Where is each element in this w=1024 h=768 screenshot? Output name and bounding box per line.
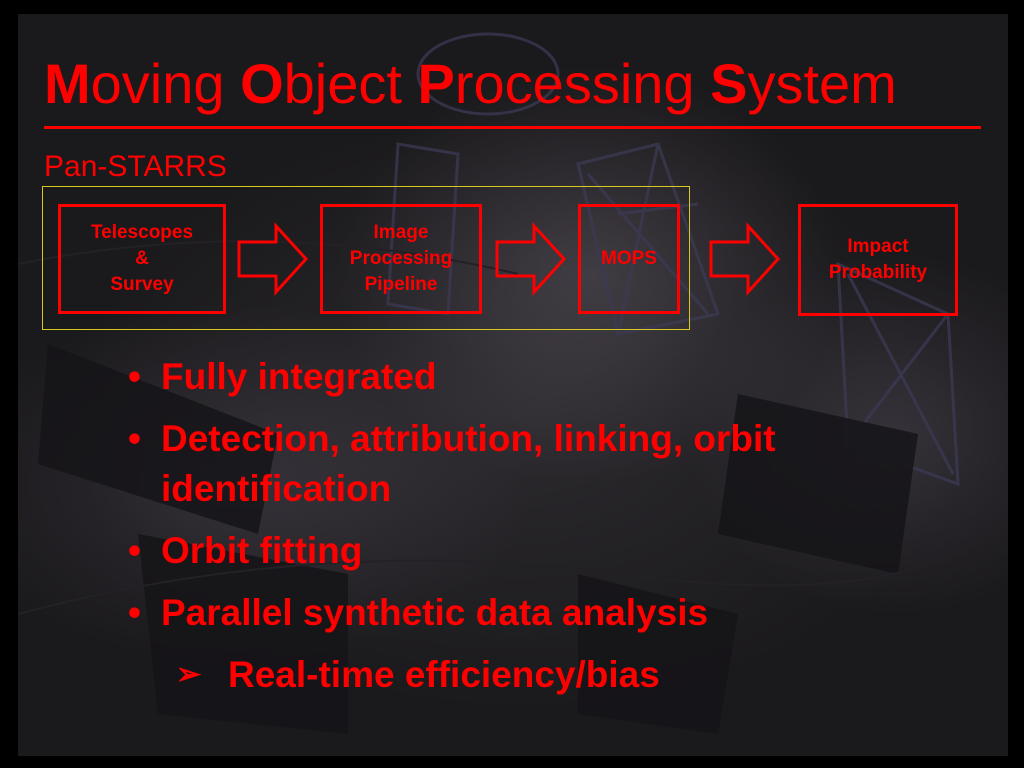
title-initial: P [417,52,455,115]
bullet-list: • Fully integrated • Detection, attribut… [128,352,888,700]
title-initial: M [44,52,91,115]
bullet-item: • Parallel synthetic data analysis [128,588,888,638]
bullet-text: Fully integrated [161,356,437,397]
bullet-text: Orbit fitting [161,530,363,571]
bullet-marker: • [128,592,141,633]
sub-bullet-item: ➢ Real-time efficiency/bias [176,650,936,700]
bullet-item: • Detection, attribution, linking, orbit… [128,414,888,514]
sub-bullet-text: Real-time efficiency/bias [228,654,660,695]
background-telescope-illustration [18,32,1008,734]
title-word-rest: rocessing [454,52,695,115]
title-initial: S [710,52,748,115]
bullet-marker: • [128,356,141,397]
slide-title: Moving Object Processing System [44,54,897,114]
title-word-rest: oving [90,52,225,115]
bullet-marker: • [128,418,141,459]
slide: Moving Object Processing System Pan-STAR… [18,14,1008,756]
title-word-rest: bject [283,52,402,115]
flow-step-telescopes-survey: Telescopes & Survey [58,204,226,314]
title-word-rest: ystem [747,52,897,115]
flow-step-mops: MOPS [578,204,680,314]
block-arrow-right-icon [495,222,567,296]
flow-step-impact-probability: Impact Probability [798,204,958,316]
block-arrow-right-icon [237,222,309,296]
arrow-bullet-icon: ➢ [176,658,202,691]
bullet-item: • Fully integrated [128,352,888,402]
block-arrow-right-icon [709,222,781,296]
title-initial: O [240,52,284,115]
title-underline [44,126,981,129]
slide-subtitle: Pan-STARRS [44,150,227,183]
bullet-item: • Orbit fitting [128,526,888,576]
bullet-marker: • [128,530,141,571]
bullet-text: Parallel synthetic data analysis [161,592,709,633]
flow-step-image-processing-pipeline: Image Processing Pipeline [320,204,482,314]
pipeline-flow-frame [42,186,690,330]
bullet-text: Detection, attribution, linking, orbit i… [161,418,776,509]
